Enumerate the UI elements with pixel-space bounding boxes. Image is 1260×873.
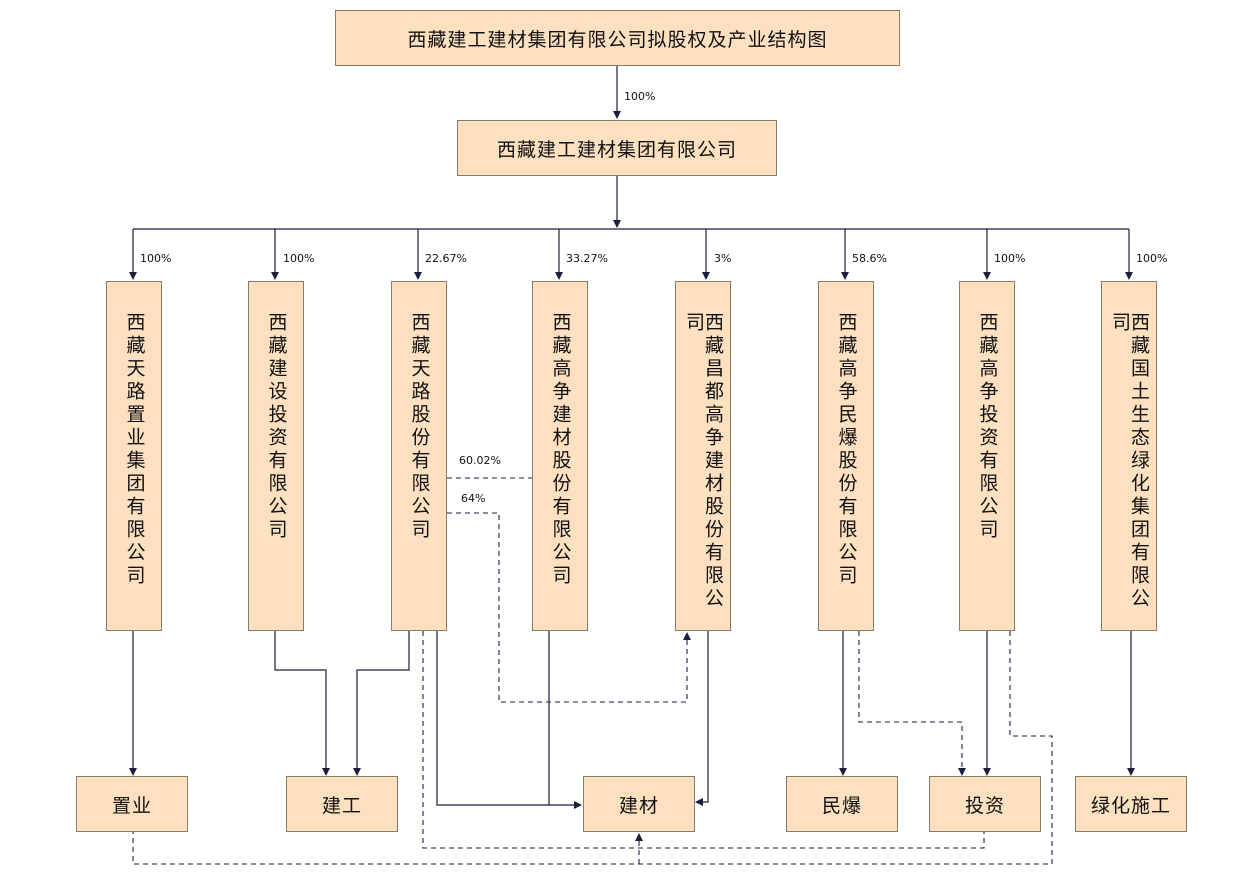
industry-box-zhiye: 置业 xyxy=(76,776,188,832)
link-changdu-jiancai xyxy=(695,631,709,806)
industry-name-jiangong: 建工 xyxy=(321,794,362,817)
title-box: 西藏建工建材集团有限公司拟股权及产业结构图 xyxy=(335,10,900,66)
share-label-1: 100% xyxy=(140,252,172,265)
share-label-5: 3% xyxy=(714,252,732,265)
subsidiary-name-4: 西藏高争建材股份有限公司 xyxy=(549,312,572,588)
subsidiary-name-2: 西藏建设投资有限公司 xyxy=(265,312,288,542)
parent-share-label: 100% xyxy=(624,90,656,103)
title-text: 西藏建工建材集团有限公司拟股权及产业结构图 xyxy=(407,28,828,51)
industry-name-touzi: 投资 xyxy=(964,794,1005,817)
cross-holding-label-1: 60.02% xyxy=(459,454,501,467)
industry-name-minbao: 民爆 xyxy=(821,794,862,817)
link-tianlu-jiancai xyxy=(436,631,582,809)
share-label-3: 22.67% xyxy=(425,252,467,265)
cross-holding-label-2: 64% xyxy=(461,492,486,505)
subsidiary-box-1: 西藏天路置业集团有限公司 xyxy=(106,281,162,631)
share-label-6: 58.6% xyxy=(852,252,887,265)
subsidiary-name-3: 西藏天路股份有限公司 xyxy=(408,312,431,542)
industry-box-jiangong: 建工 xyxy=(286,776,398,832)
industry-box-minbao: 民爆 xyxy=(786,776,898,832)
industry-box-touzi: 投资 xyxy=(929,776,1041,832)
subsidiary-name-8: 西藏国土生态绿化集团有限公司 xyxy=(1109,312,1150,611)
parent-company-name: 西藏建工建材集团有限公司 xyxy=(496,138,737,161)
subsidiary-name-1: 西藏天路置业集团有限公司 xyxy=(123,312,146,588)
link-jianshe-jiangong xyxy=(274,631,330,776)
link-minbao-touzi xyxy=(858,631,966,776)
industry-name-lvhua: 绿化施工 xyxy=(1090,794,1171,817)
subsidiary-box-6: 西藏高争民爆股份有限公司 xyxy=(818,281,874,631)
subsidiary-box-5: 西藏昌都高争建材股份有限公司 xyxy=(675,281,731,631)
link-64pct xyxy=(447,512,691,703)
industry-box-jiancai: 建材 xyxy=(583,776,695,832)
industry-name-jiancai: 建材 xyxy=(618,794,659,817)
share-label-7: 100% xyxy=(994,252,1026,265)
subsidiary-name-6: 西藏高争民爆股份有限公司 xyxy=(835,312,858,588)
share-label-8: 100% xyxy=(1136,252,1168,265)
subsidiary-name-7: 西藏高争投资有限公司 xyxy=(976,312,999,542)
link-tianlu-jiangong xyxy=(353,631,410,776)
industry-box-lvhua: 绿化施工 xyxy=(1075,776,1187,832)
link-touzi-loop xyxy=(132,631,1053,865)
subsidiary-box-7: 西藏高争投资有限公司 xyxy=(959,281,1015,631)
parent-company-box: 西藏建工建材集团有限公司 xyxy=(457,120,777,176)
link-tianlu-touzi-loop xyxy=(422,631,985,849)
subsidiary-box-3: 西藏天路股份有限公司 xyxy=(391,281,447,631)
share-label-2: 100% xyxy=(283,252,315,265)
subsidiary-name-5: 西藏昌都高争建材股份有限公司 xyxy=(683,312,724,611)
subsidiary-box-4: 西藏高争建材股份有限公司 xyxy=(532,281,588,631)
industry-name-zhiye: 置业 xyxy=(111,794,152,817)
subsidiary-box-2: 西藏建设投资有限公司 xyxy=(248,281,304,631)
subsidiary-box-8: 西藏国土生态绿化集团有限公司 xyxy=(1101,281,1157,631)
share-label-4: 33.27% xyxy=(566,252,608,265)
